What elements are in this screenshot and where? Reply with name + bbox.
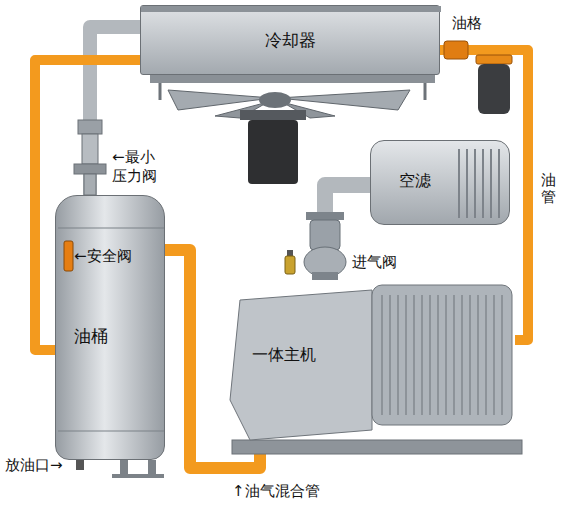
- filter-fin: [482, 149, 484, 218]
- air-filter: 空滤: [370, 140, 510, 225]
- filter-fin: [498, 149, 500, 218]
- base-plate: [232, 440, 522, 454]
- intake-valve-base: [312, 272, 338, 280]
- oil-filter-fitting: [444, 41, 468, 59]
- filter-fin: [458, 149, 460, 218]
- fan-bracket: [424, 83, 427, 100]
- pipe-label: 油管: [541, 172, 556, 205]
- motor-fin: [421, 295, 423, 415]
- solenoid-valve: [285, 256, 295, 274]
- oil-filter-cap: [476, 55, 512, 64]
- part-label: ←最小 压力阀: [112, 148, 162, 186]
- motor-fin: [461, 295, 463, 415]
- solenoid-top: [287, 250, 293, 256]
- intake-valve-flange: [306, 212, 344, 220]
- motor-fin: [445, 295, 447, 415]
- fan-hub: [259, 92, 291, 108]
- motor-fin: [397, 295, 399, 415]
- oil-filter-canister: [478, 64, 510, 114]
- valve-cap: [78, 120, 102, 134]
- barrel-seam: [58, 228, 164, 229]
- pipe-label: ↑油气混合管: [232, 482, 320, 501]
- oil-barrel-art: [56, 196, 164, 459]
- part-label: 进气阀: [352, 253, 397, 272]
- motor-fin: [389, 295, 391, 415]
- part-label: 油格: [452, 14, 482, 33]
- motor-fin: [485, 295, 487, 415]
- drain-valve: [76, 460, 84, 470]
- motor-fin: [469, 295, 471, 415]
- motor-fin: [477, 295, 479, 415]
- cooler-box: 冷却器: [140, 5, 440, 75]
- motor-fin: [501, 295, 503, 415]
- filter-fin: [474, 149, 476, 218]
- cooler-rim: [141, 6, 441, 12]
- valve-neck: [84, 174, 96, 195]
- filter-fin: [466, 149, 468, 218]
- part-name: 空滤: [399, 171, 431, 190]
- part-name: 一体主机: [252, 345, 316, 364]
- motor-fin: [453, 295, 455, 415]
- motor-fin: [413, 295, 415, 415]
- fan-bracket: [159, 83, 162, 100]
- air-filter-art: [371, 141, 509, 224]
- fan-motor: [248, 120, 298, 184]
- motor-body: [372, 285, 512, 425]
- fan-motor-flange: [240, 110, 306, 120]
- compressor-housing: [230, 290, 372, 440]
- filter-fin: [490, 149, 492, 218]
- valve-flange: [74, 164, 106, 174]
- part-label: ←安全阀: [74, 247, 132, 266]
- barrel-leg: [120, 460, 128, 476]
- valve-body: [82, 134, 98, 164]
- barrel-foot: [112, 474, 164, 478]
- part-label: 放油口→: [5, 456, 63, 475]
- motor-fin: [381, 295, 383, 415]
- part-name: 油桶: [74, 326, 108, 346]
- barrel-leg: [148, 460, 156, 476]
- main-unit: 一体主机: [230, 280, 515, 440]
- motor-fin: [405, 295, 407, 415]
- oil-barrel: 油桶: [55, 195, 165, 460]
- part-name: 冷却器: [265, 30, 316, 50]
- intake-valve-body: [310, 220, 340, 250]
- motor-fin: [493, 295, 495, 415]
- barrel-seam: [58, 431, 164, 432]
- safety-valve: [64, 241, 73, 271]
- motor-fin: [437, 295, 439, 415]
- fan-frame: [150, 75, 435, 83]
- motor-fin: [429, 295, 431, 415]
